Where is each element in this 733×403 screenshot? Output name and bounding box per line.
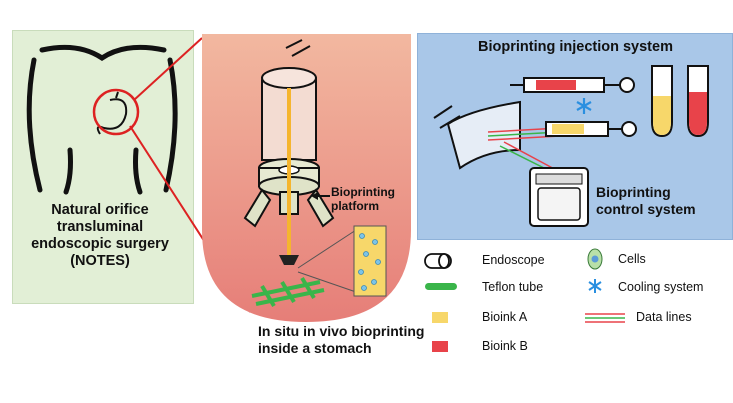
- legend-data-lines-icon: [585, 313, 625, 323]
- syringe-bioink-b: [510, 77, 635, 93]
- notes-label-line-2: transluminal: [56, 219, 144, 235]
- center-caption: In situ in vivo bioprinting inside a sto…: [258, 323, 433, 357]
- zoom-circle: [92, 88, 140, 136]
- legend-bioink-a-swatch: [432, 312, 448, 323]
- legend-bioink-a-label: Bioink A: [482, 310, 528, 324]
- notes-label-line-3: endoscopic surgery: [31, 236, 169, 252]
- platform-label-line-1: Bioprinting: [331, 185, 395, 199]
- legend-bioink-b-label: Bioink B: [482, 339, 528, 353]
- center-caption-line-2: inside a stomach: [258, 340, 372, 356]
- zoom-line-top: [133, 37, 203, 101]
- stomach-icon: [96, 91, 128, 135]
- syringe-bioink-a: [545, 121, 637, 137]
- legend-data-lines-label: Data lines: [636, 310, 692, 324]
- control-system-title: Bioprinting control system: [596, 184, 696, 218]
- bioink-b-tube: [687, 65, 709, 138]
- platform-label-line-2: platform: [331, 199, 379, 213]
- notes-label-line-1: Natural orifice: [51, 202, 149, 218]
- platform-label: Bioprinting platform: [331, 185, 395, 213]
- legend-cooling-icon: [588, 279, 602, 293]
- control-system-device: [529, 167, 589, 227]
- notes-label: Natural orifice transluminal endoscopic …: [10, 202, 190, 270]
- legend-cooling-label: Cooling system: [618, 280, 704, 294]
- bioink-a-tube: [651, 65, 673, 138]
- center-caption-line-1: In situ in vivo bioprinting: [258, 323, 425, 339]
- control-title-line-2: control system: [596, 201, 696, 217]
- human-torso-icon: [26, 44, 178, 195]
- control-title-line-1: Bioprinting: [596, 184, 671, 200]
- legend-cells-label: Cells: [618, 252, 646, 266]
- notes-label-line-4: (NOTES): [70, 253, 130, 269]
- endoscope-icon: [243, 39, 335, 265]
- legend-bioink-b-swatch: [432, 341, 448, 352]
- bioink-cells-zoom: [353, 225, 387, 297]
- legend-endoscope-label: Endoscope: [482, 253, 545, 267]
- legend-teflon-tube-icon: [425, 283, 457, 290]
- cooling-snowflake-icon: [576, 98, 592, 114]
- printed-scaffold: [251, 276, 325, 308]
- legend-endoscope-icon: [424, 253, 452, 269]
- legend-teflon-tube-label: Teflon tube: [482, 280, 544, 294]
- notes-panel: [12, 30, 194, 304]
- legend-cells-icon: [587, 248, 603, 270]
- injection-system-title: Bioprinting injection system: [478, 39, 673, 55]
